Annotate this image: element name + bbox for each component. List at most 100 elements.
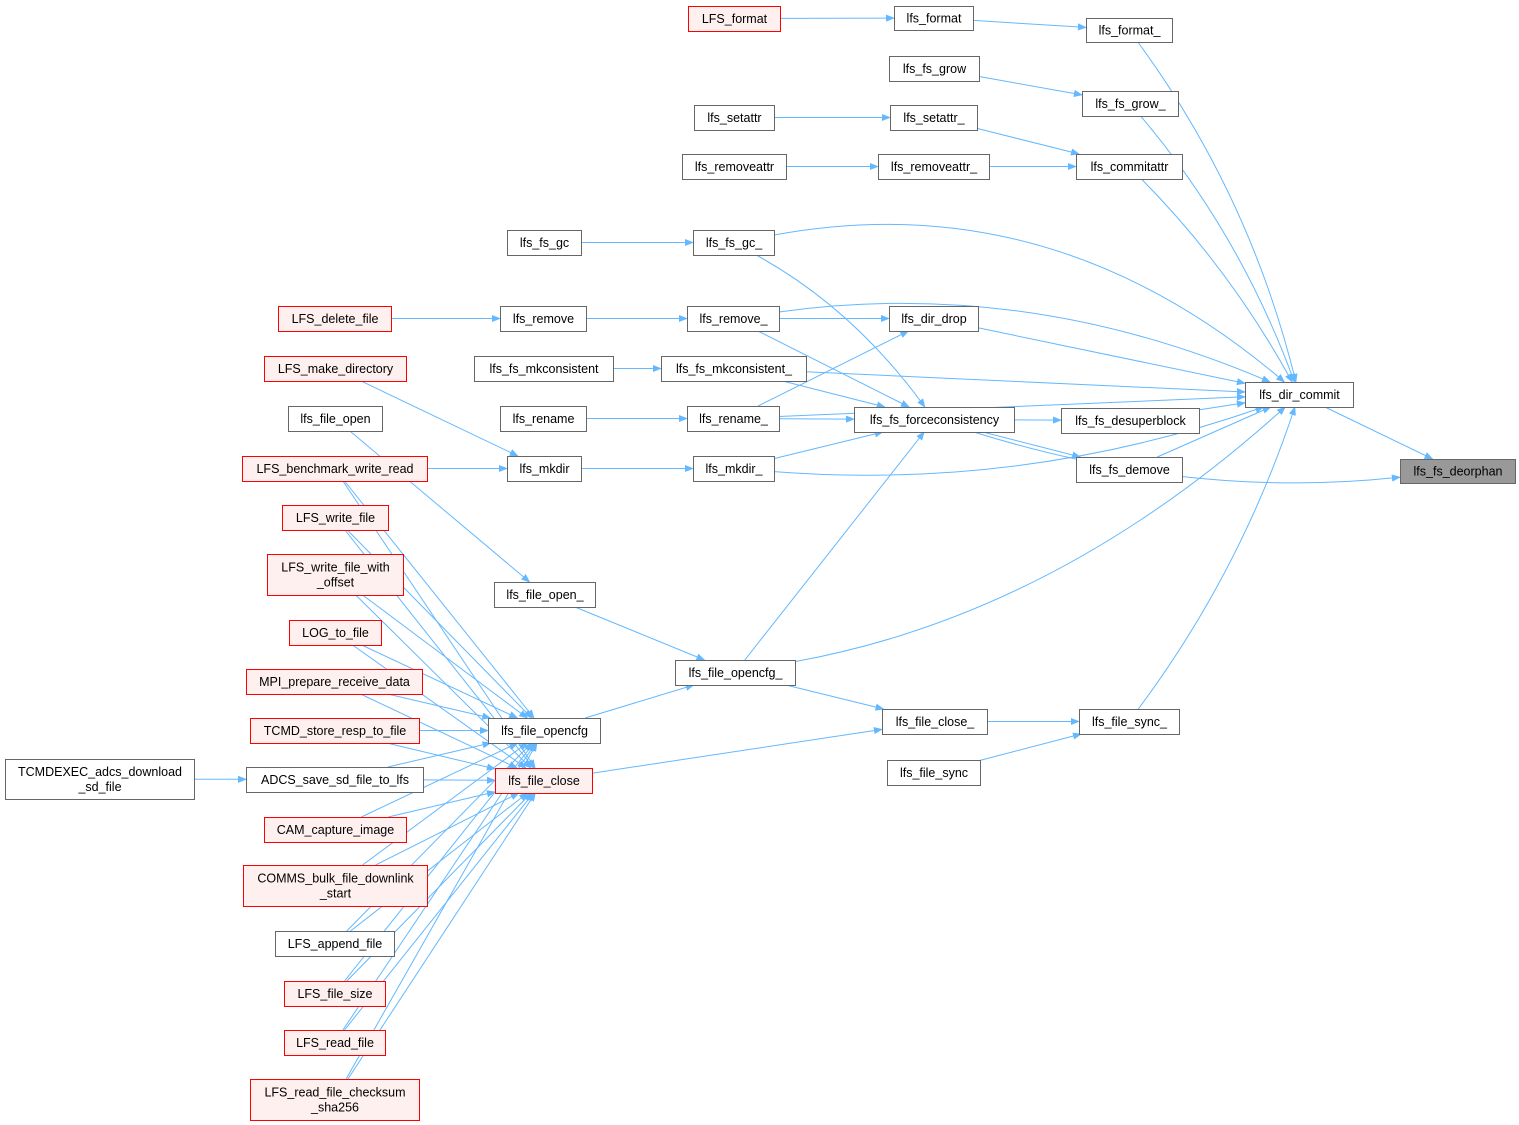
node-rename[interactable]: lfs_rename bbox=[500, 406, 587, 432]
node-box bbox=[250, 718, 420, 744]
node-fs-gc-[interactable]: lfs_fs_gc_ bbox=[693, 230, 775, 256]
node-lfs-format[interactable]: LFS_format bbox=[688, 6, 781, 32]
node-file-open[interactable]: lfs_file_open bbox=[288, 406, 383, 432]
node-fs-grow-[interactable]: lfs_fs_grow_ bbox=[1082, 91, 1179, 117]
node-file-opencfg-[interactable]: lfs_file_opencfg_ bbox=[675, 660, 796, 686]
node-lfs-benchmark[interactable]: LFS_benchmark_write_read bbox=[242, 456, 428, 482]
node-box bbox=[267, 554, 404, 596]
node-label: lfs_fs_mkconsistent_ bbox=[676, 362, 793, 376]
node-label: lfs_file_opencfg bbox=[501, 724, 588, 738]
node-layer: lfs_fs_deorphanlfs_dir_commitlfs_format_… bbox=[5, 6, 1516, 1121]
node-fs-gc[interactable]: lfs_fs_gc bbox=[507, 230, 582, 256]
node-removeattr-[interactable]: lfs_removeattr_ bbox=[878, 154, 990, 180]
node-box bbox=[675, 660, 796, 686]
node-label: LFS_append_file bbox=[288, 937, 383, 951]
node-box bbox=[242, 456, 428, 482]
node-box bbox=[494, 582, 596, 608]
node-box bbox=[278, 306, 392, 332]
node-label: LFS_read_file bbox=[296, 1036, 374, 1050]
node-label: _sd_file bbox=[77, 780, 121, 794]
node-comms-bulk[interactable]: COMMS_bulk_file_downlink_start bbox=[243, 865, 428, 907]
node-fs-mkconsistent[interactable]: lfs_fs_mkconsistent bbox=[474, 356, 614, 382]
node-file-close-[interactable]: lfs_file_close_ bbox=[882, 709, 988, 735]
edge-fs_mkconsistent_-to-forceconsistency bbox=[782, 380, 886, 409]
node-dir-commit[interactable]: lfs_dir_commit bbox=[1245, 382, 1354, 408]
node-commitattr[interactable]: lfs_commitattr bbox=[1076, 154, 1183, 180]
edge-format_-to-dir_commit bbox=[1137, 41, 1298, 383]
node-file-sync[interactable]: lfs_file_sync bbox=[887, 760, 981, 786]
node-lfs-read-checksum[interactable]: LFS_read_file_checksum_sha256 bbox=[250, 1079, 420, 1121]
node-label: LFS_benchmark_write_read bbox=[256, 462, 413, 476]
node-label: _start bbox=[319, 887, 352, 901]
node-file-sync-[interactable]: lfs_file_sync_ bbox=[1079, 709, 1180, 735]
node-fs-grow[interactable]: lfs_fs_grow bbox=[889, 56, 980, 82]
node-mkdir[interactable]: lfs_mkdir bbox=[507, 456, 582, 482]
node-label: lfs_dir_commit bbox=[1259, 388, 1340, 402]
node-box bbox=[507, 456, 582, 482]
node-label: LOG_to_file bbox=[302, 626, 369, 640]
edge-file_sync_-to-dir_commit bbox=[1137, 406, 1296, 710]
node-label: LFS_make_directory bbox=[278, 362, 394, 376]
node-label: lfs_fs_forceconsistency bbox=[870, 413, 1000, 427]
edge-file_opencfg-to-file_opencfg_ bbox=[585, 683, 695, 719]
node-tcmdexec[interactable]: TCMDEXEC_adcs_download_sd_file bbox=[5, 759, 195, 800]
node-box bbox=[694, 105, 775, 131]
node-box bbox=[1061, 408, 1200, 434]
edge-remove_-to-dir_commit bbox=[778, 302, 1271, 383]
node-file-opencfg[interactable]: lfs_file_opencfg bbox=[488, 718, 601, 744]
node-file-close[interactable]: lfs_file_close bbox=[495, 768, 593, 794]
edge-rename_-to-dir_drop bbox=[757, 330, 910, 407]
node-removeattr[interactable]: lfs_removeattr bbox=[682, 154, 787, 180]
edge-file_open_-to-file_opencfg_ bbox=[574, 606, 706, 661]
node-box bbox=[889, 56, 980, 82]
node-file-open-[interactable]: lfs_file_open_ bbox=[494, 582, 596, 608]
node-lfs-make-directory[interactable]: LFS_make_directory bbox=[264, 356, 407, 382]
edge-layer bbox=[193, 14, 1434, 1080]
node-lfs-write-file[interactable]: LFS_write_file bbox=[282, 505, 389, 531]
node-lfs-read-file[interactable]: LFS_read_file bbox=[284, 1030, 386, 1056]
node-label: lfs_setattr bbox=[707, 111, 761, 125]
node-label: CAM_capture_image bbox=[277, 823, 394, 837]
node-label: lfs_format bbox=[907, 12, 962, 26]
node-rename-[interactable]: lfs_rename_ bbox=[687, 406, 780, 432]
node-label: lfs_removeattr_ bbox=[891, 160, 978, 174]
node-label: ADCS_save_sd_file_to_lfs bbox=[261, 773, 409, 787]
node-label: LFS_write_file_with bbox=[281, 561, 389, 575]
node-mpi-prepare[interactable]: MPI_prepare_receive_data bbox=[246, 669, 423, 695]
node-label: LFS_delete_file bbox=[292, 312, 379, 326]
node-remove-[interactable]: lfs_remove_ bbox=[687, 306, 780, 332]
node-label: LFS_read_file_checksum bbox=[264, 1086, 405, 1100]
node-format[interactable]: lfs_format bbox=[894, 6, 974, 31]
node-remove[interactable]: lfs_remove bbox=[500, 306, 587, 332]
node-demove[interactable]: lfs_fs_demove bbox=[1076, 457, 1183, 483]
node-desuperblock[interactable]: lfs_fs_desuperblock bbox=[1061, 408, 1200, 434]
node-mkdir-[interactable]: lfs_mkdir_ bbox=[693, 456, 775, 482]
node-lfs-delete-file[interactable]: LFS_delete_file bbox=[278, 306, 392, 332]
node-box bbox=[688, 6, 781, 32]
node-lfs-write-offset[interactable]: LFS_write_file_with_offset bbox=[267, 554, 404, 596]
node-box bbox=[1245, 382, 1354, 408]
node-box bbox=[474, 356, 614, 382]
node-label: lfs_file_close bbox=[508, 774, 580, 788]
node-label: LFS_write_file bbox=[296, 511, 375, 525]
node-fs-mkconsistent-[interactable]: lfs_fs_mkconsistent_ bbox=[661, 356, 807, 382]
node-setattr-[interactable]: lfs_setattr_ bbox=[890, 105, 978, 131]
node-box bbox=[894, 6, 974, 31]
node-forceconsistency[interactable]: lfs_fs_forceconsistency bbox=[854, 407, 1015, 433]
node-box bbox=[495, 768, 593, 794]
node-label: TCMDEXEC_adcs_download bbox=[18, 765, 182, 779]
node-lfs-file-size[interactable]: LFS_file_size bbox=[284, 981, 386, 1007]
node-label: lfs_file_opencfg_ bbox=[689, 666, 784, 680]
node-box bbox=[275, 931, 395, 957]
edge-remove_-to-forceconsistency bbox=[757, 330, 910, 408]
node-box bbox=[246, 767, 424, 793]
node-lfs-append[interactable]: LFS_append_file bbox=[275, 931, 395, 957]
node-setattr[interactable]: lfs_setattr bbox=[694, 105, 775, 131]
node-format-[interactable]: lfs_format_ bbox=[1086, 18, 1173, 43]
node-adcs-save[interactable]: ADCS_save_sd_file_to_lfs bbox=[246, 767, 424, 793]
node-cam-capture[interactable]: CAM_capture_image bbox=[264, 817, 407, 843]
node-dir-drop[interactable]: lfs_dir_drop bbox=[889, 306, 979, 332]
node-tcmd-store[interactable]: TCMD_store_resp_to_file bbox=[250, 718, 420, 744]
edge-CAM_capture-to-file_close bbox=[388, 790, 496, 818]
node-log-to-file[interactable]: LOG_to_file bbox=[289, 620, 382, 646]
